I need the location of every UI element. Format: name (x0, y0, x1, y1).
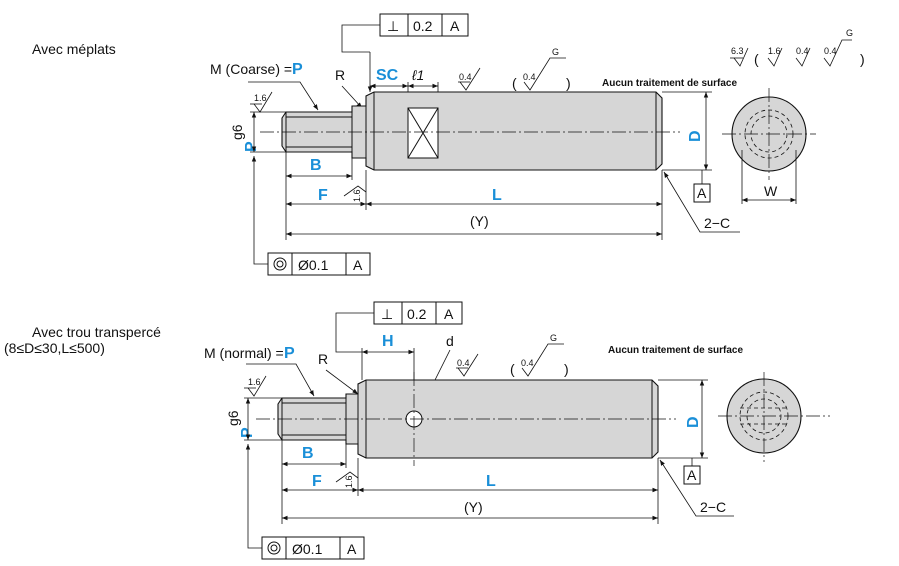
svg-text:G: G (550, 333, 557, 343)
top-perp-frame: ⊥ 0.2 A (341, 13, 469, 92)
svg-text:1.6: 1.6 (254, 93, 267, 103)
svg-text:0.4: 0.4 (824, 46, 837, 56)
top-conc-frame: Ø0.1 A (251, 156, 371, 276)
svg-text:1.6: 1.6 (352, 189, 362, 202)
bottom-thread-label: M (normal) = (204, 345, 284, 361)
top-rough-04-g-icon: ( 0.4 G ) (512, 47, 571, 91)
top-conc-value: Ø0.1 (298, 257, 329, 273)
bottom-p-label: P (239, 427, 256, 438)
svg-text:A: A (444, 306, 454, 322)
bottom-rough-04-icon: 0.4 (456, 353, 479, 377)
top-perp-leader (341, 24, 380, 53)
top-r-label: R (335, 67, 345, 83)
svg-text:0.4: 0.4 (523, 72, 536, 82)
bottom-rough-16-f-icon: 1.6 (335, 471, 359, 488)
top-thread-leader (248, 81, 319, 111)
bottom-l-label: L (486, 473, 496, 490)
top-title: Avec méplats (32, 41, 116, 57)
top-perp-value: 0.2 (413, 18, 433, 34)
svg-text:0.4: 0.4 (457, 358, 470, 368)
top-c-label: 2−C (704, 215, 730, 231)
bottom-title-line1: Avec trou transpercé (32, 324, 161, 340)
bottom-no-treatment: Aucun traitement de surface (608, 345, 743, 356)
bottom-rough-04-g-icon: ( 0.4 G ) (510, 333, 569, 377)
bottom-h-label: H (382, 333, 394, 350)
svg-text:G: G (846, 28, 853, 38)
svg-text:0.4: 0.4 (796, 46, 809, 56)
bottom-b-label: B (302, 445, 314, 462)
svg-text:(: ( (510, 361, 515, 377)
svg-text:0.4: 0.4 (521, 358, 534, 368)
top-l1-label: ℓ1 (411, 67, 424, 83)
svg-text:(: ( (512, 75, 517, 91)
top-b-label: B (310, 157, 322, 174)
bottom-rough-16-thread-icon: 1.6 (244, 375, 267, 397)
svg-text:1.6: 1.6 (248, 377, 261, 387)
top-drawing: Avec méplats M (Coarse) = P R ⊥ 0.2 A SC… (32, 13, 865, 276)
top-rough-16-thread-icon: 1.6 (250, 91, 273, 113)
svg-text:): ) (860, 51, 865, 67)
bottom-f-label: F (312, 473, 322, 490)
bottom-shaft (256, 372, 676, 466)
bottom-datum-a: A (687, 467, 697, 483)
top-datum-a: A (697, 185, 707, 201)
top-rough-16-f-icon: 1.6 (343, 185, 367, 202)
top-p-label: P (243, 141, 260, 152)
svg-text:1.6: 1.6 (344, 475, 354, 488)
top-y-label: (Y) (470, 213, 489, 229)
bottom-title-line2: (8≤D≤30,L≤500) (4, 340, 105, 356)
svg-text:): ) (564, 361, 569, 377)
top-perp-datum: A (450, 18, 460, 34)
bottom-y-label: (Y) (464, 499, 483, 515)
bottom-end-view (718, 372, 830, 462)
bottom-d-small-label: d (446, 333, 454, 349)
top-conc-datum: A (353, 257, 363, 273)
svg-text:A: A (347, 541, 357, 557)
top-shaft (260, 91, 680, 171)
top-r-leader (341, 85, 363, 109)
svg-text:0.4: 0.4 (459, 72, 472, 82)
top-l-label: L (492, 187, 502, 204)
svg-text:6.3: 6.3 (731, 46, 744, 56)
top-sc-label: SC (376, 67, 399, 84)
svg-text:⊥: ⊥ (381, 306, 393, 322)
top-g6-label: g6 (229, 124, 245, 140)
top-no-treatment: Aucun traitement de surface (602, 78, 737, 89)
top-end-view: W (722, 88, 816, 204)
bottom-g6-label: g6 (225, 410, 241, 426)
top-f-label: F (318, 187, 328, 204)
top-w-label: W (764, 183, 778, 199)
top-d-label: D (687, 130, 704, 142)
bottom-perp-frame: ⊥ 0.2 A (335, 301, 463, 353)
top-perp-symbol: ⊥ (387, 18, 399, 34)
bottom-thread-p: P (284, 345, 295, 362)
top-thread-p: P (292, 61, 303, 78)
bottom-d-label: D (685, 416, 702, 428)
top-thread-label: M (Coarse) = (210, 61, 292, 77)
svg-text:1.6: 1.6 (768, 46, 781, 56)
bottom-c-label: 2−C (700, 499, 726, 515)
bottom-r-label: R (318, 351, 328, 367)
svg-text:G: G (552, 47, 559, 57)
top-rough-04-icon: 0.4 (458, 67, 481, 91)
top-rough-legend: 6.3 ( 1.6 0.4 0.4 G ) (730, 28, 865, 67)
svg-text:): ) (566, 75, 571, 91)
svg-text:(: ( (754, 51, 759, 67)
bottom-conc-frame: Ø0.1 A (245, 444, 365, 560)
svg-text:0.2: 0.2 (407, 306, 427, 322)
bottom-drawing: Avec trou transpercé (8≤D≤30,L≤500) M (n… (4, 301, 830, 560)
svg-text:Ø0.1: Ø0.1 (292, 541, 323, 557)
